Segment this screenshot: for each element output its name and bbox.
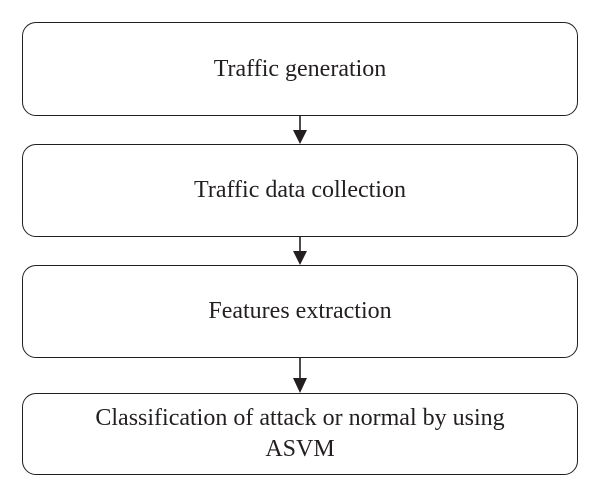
arrow-down-icon xyxy=(290,116,310,144)
step-classification: Classification of attack or normal by us… xyxy=(22,393,578,475)
step-label: Features extraction xyxy=(208,298,392,324)
arrow-down-icon xyxy=(290,358,310,393)
step-traffic-data-collection: Traffic data collection xyxy=(22,144,578,237)
step-label: Traffic generation xyxy=(213,55,387,82)
arrow-down-icon xyxy=(290,237,310,265)
step-label: Traffic data collection xyxy=(194,177,406,203)
step-label: Classification of attack or normal by us… xyxy=(95,405,505,462)
step-traffic-generation: Traffic generation xyxy=(22,22,578,116)
step-features-extraction: Features extraction xyxy=(22,265,578,358)
